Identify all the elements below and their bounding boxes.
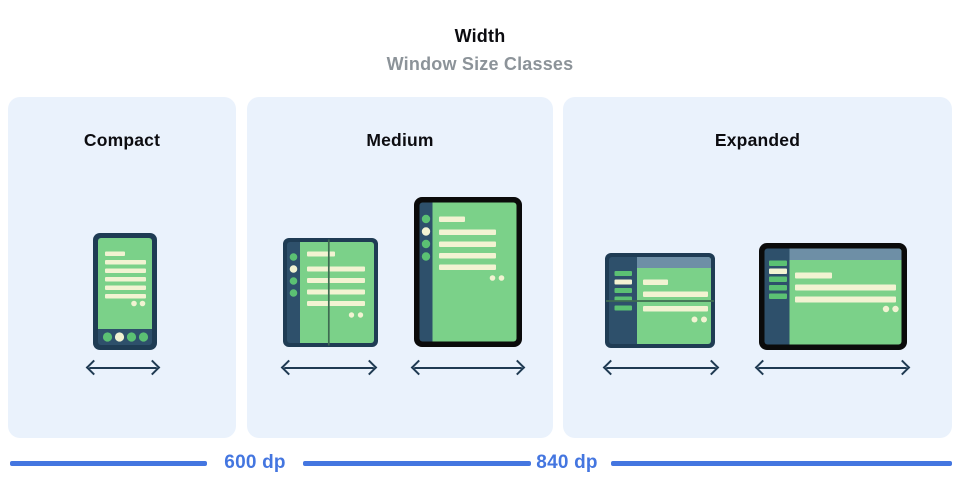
width-arrow-tablet-portrait: [414, 367, 522, 369]
app-bar: [637, 257, 711, 268]
nav-rail: [419, 202, 433, 342]
phone-nav-bar: [98, 329, 152, 345]
width-arrow-foldable-portrait: [284, 367, 374, 369]
ruler-line-segment: [10, 461, 207, 466]
panel-compact-title: Compact: [83, 130, 161, 150]
diagram-title: Width: [454, 26, 506, 46]
ruler-line-segment: [303, 461, 531, 466]
app-bar: [789, 248, 902, 260]
panel-medium-title: Medium: [366, 130, 434, 150]
tablet-portrait-illustration: [414, 197, 522, 347]
width-arrow-phone: [89, 367, 157, 369]
tablet-landscape-illustration: [759, 243, 907, 350]
foldable-landscape-illustration: [605, 253, 715, 348]
phone-portrait-illustration: [93, 233, 157, 350]
diagram-subtitle: Window Size Classes: [386, 54, 574, 74]
breakpoint-840dp-label: 840 dp: [536, 452, 598, 473]
breakpoint-600dp-label: 600 dp: [224, 452, 286, 473]
width-arrow-tablet-landscape: [758, 367, 907, 369]
ruler-line-segment: [611, 461, 952, 466]
foldable-portrait-illustration: [283, 238, 378, 347]
width-arrow-foldable-landscape: [606, 367, 716, 369]
panel-expanded-title: Expanded: [714, 130, 801, 150]
